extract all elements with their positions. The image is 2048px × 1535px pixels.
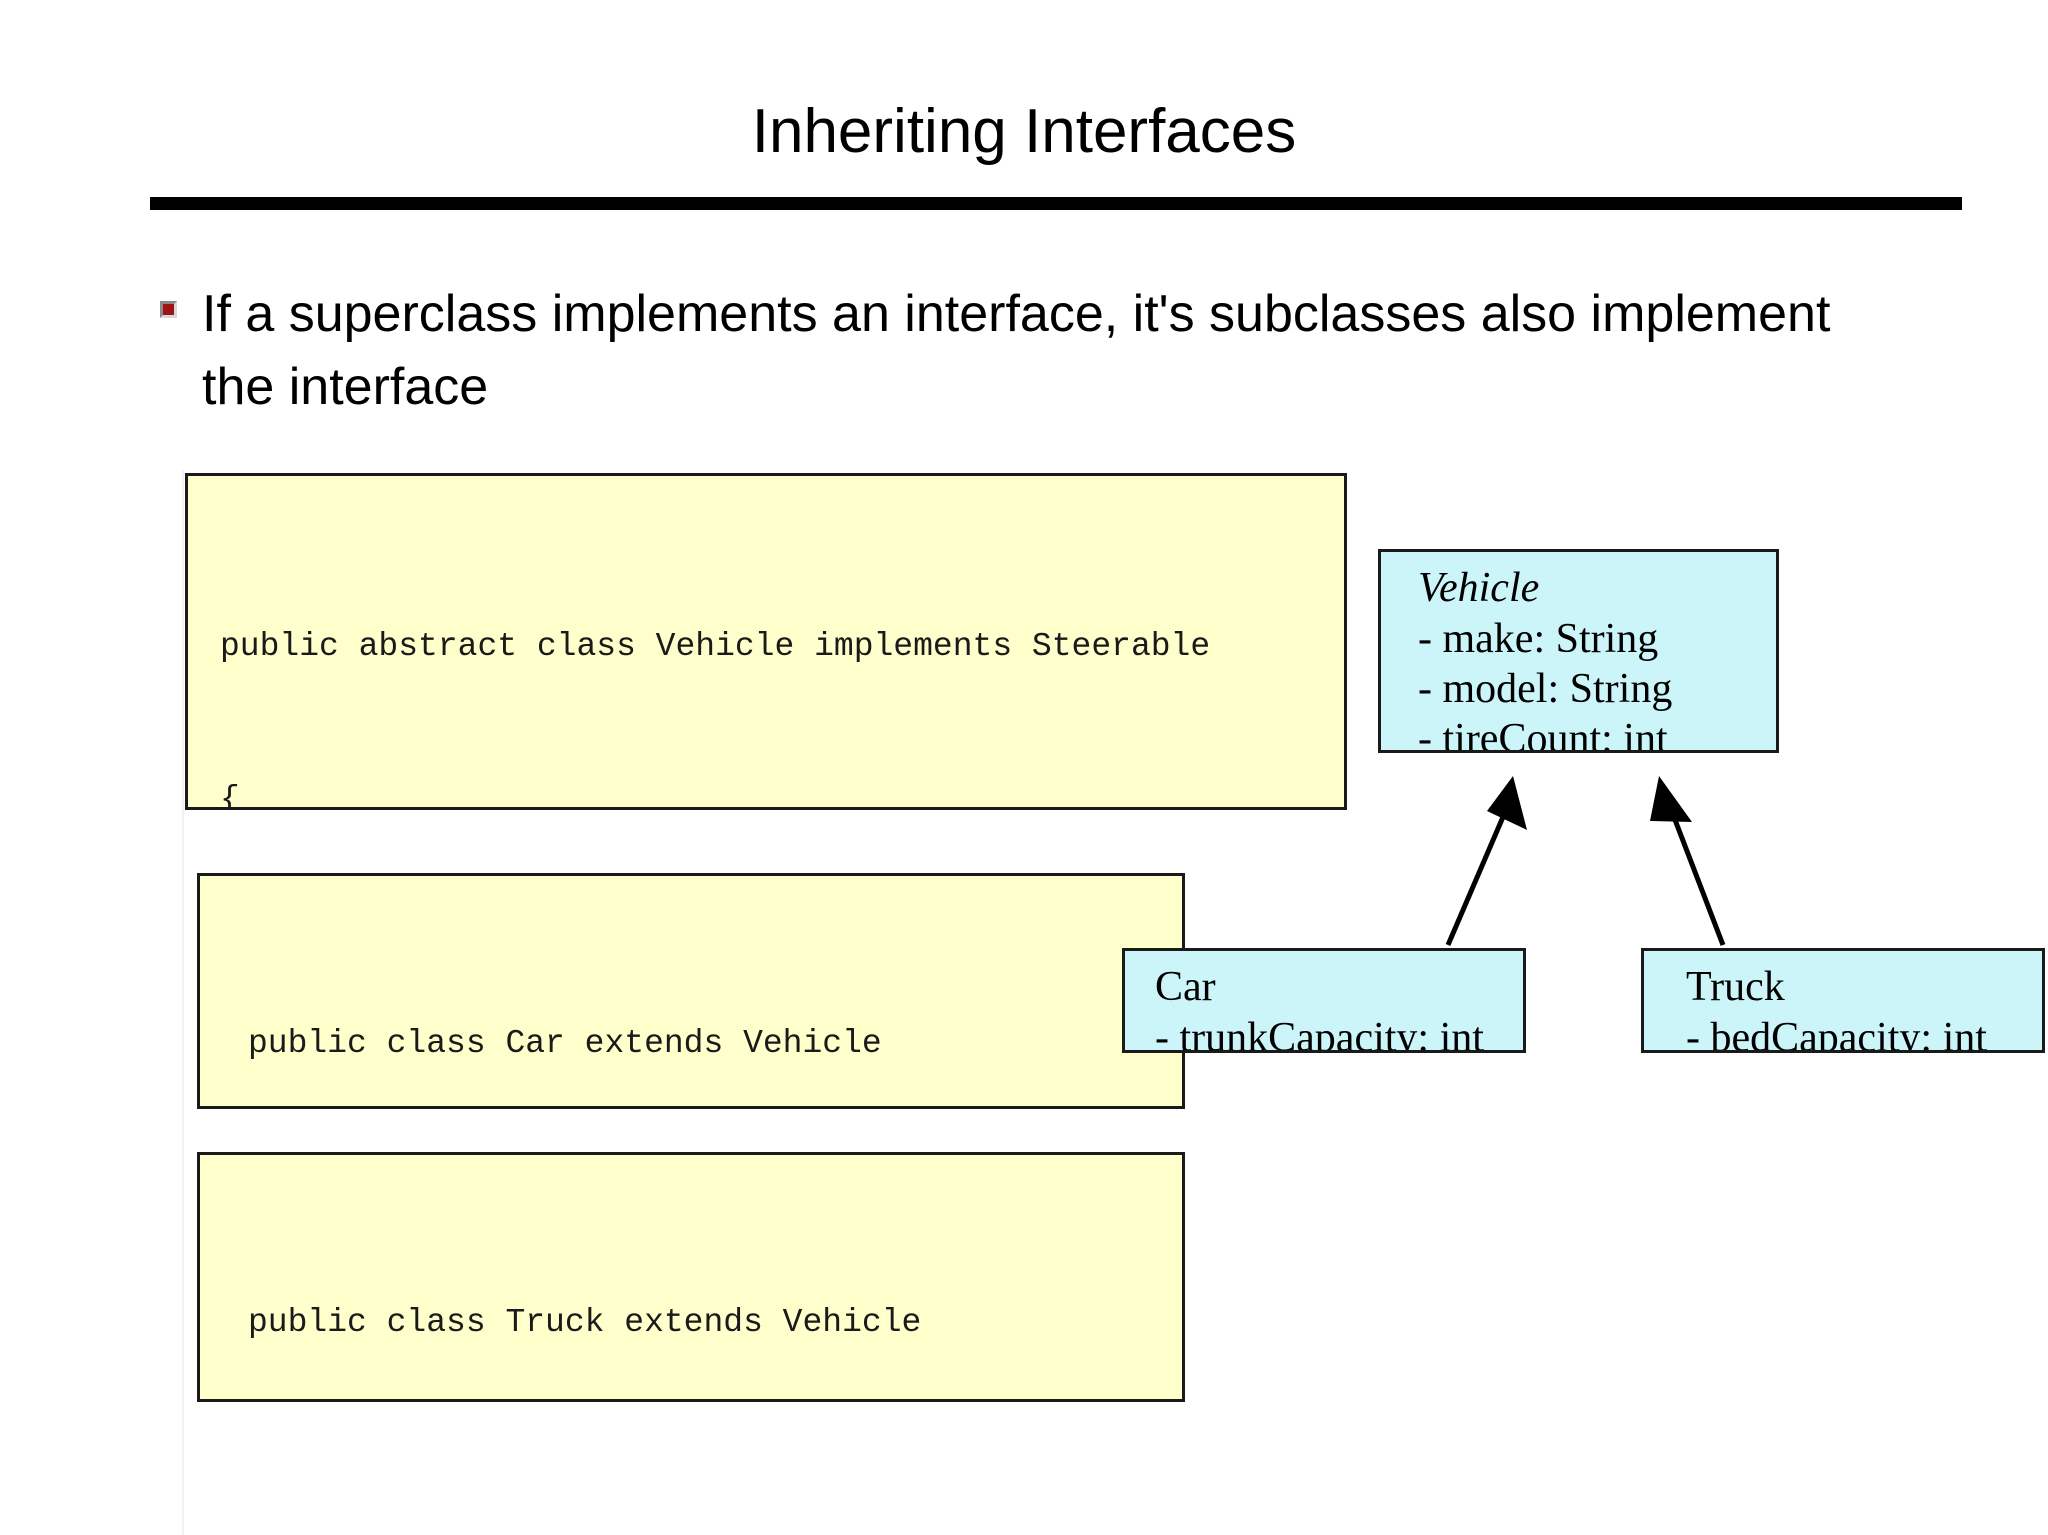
arrow-car-to-vehicle — [1445, 776, 1527, 946]
code-block-car: public class Car extends Vehicle { priva… — [197, 873, 1185, 1109]
content-guide-line — [182, 470, 184, 1535]
uml-class-car: Car - trunkCapacity: int — [1122, 948, 1526, 1053]
uml-class-truck: Truck - bedCapacity: int — [1641, 948, 2045, 1053]
code-line: public abstract class Vehicle implements… — [220, 628, 1211, 665]
uml-attribute: - model: String — [1418, 666, 1673, 712]
code-line: public class Car extends Vehicle — [248, 1025, 882, 1062]
uml-attribute: - make: String — [1418, 616, 1659, 662]
page-title: Inheriting Interfaces — [751, 97, 1297, 166]
code-line: public class Truck extends Vehicle — [248, 1304, 922, 1341]
uml-class-name: Car — [1155, 964, 1216, 1010]
code-block-vehicle: public abstract class Vehicle implements… — [185, 473, 1347, 810]
code-block-truck: public class Truck extends Vehicle { pri… — [197, 1152, 1185, 1402]
uml-attribute: - bedCapacity: int — [1686, 1015, 1987, 1053]
uml-class-name: Vehicle — [1418, 565, 1540, 611]
uml-attribute: - tireCount: int — [1418, 716, 1668, 753]
code-line: { — [220, 781, 240, 810]
arrow-truck-to-vehicle — [1650, 776, 1726, 946]
uml-class-vehicle: Vehicle - make: String - model: String -… — [1378, 549, 1779, 753]
bullet-square-icon — [160, 301, 177, 318]
title-divider — [150, 197, 1962, 210]
bullet-item-label: If a superclass implements an interface,… — [202, 285, 1831, 416]
uml-attribute: - trunkCapacity: int — [1155, 1015, 1484, 1053]
uml-class-name: Truck — [1686, 964, 1785, 1010]
